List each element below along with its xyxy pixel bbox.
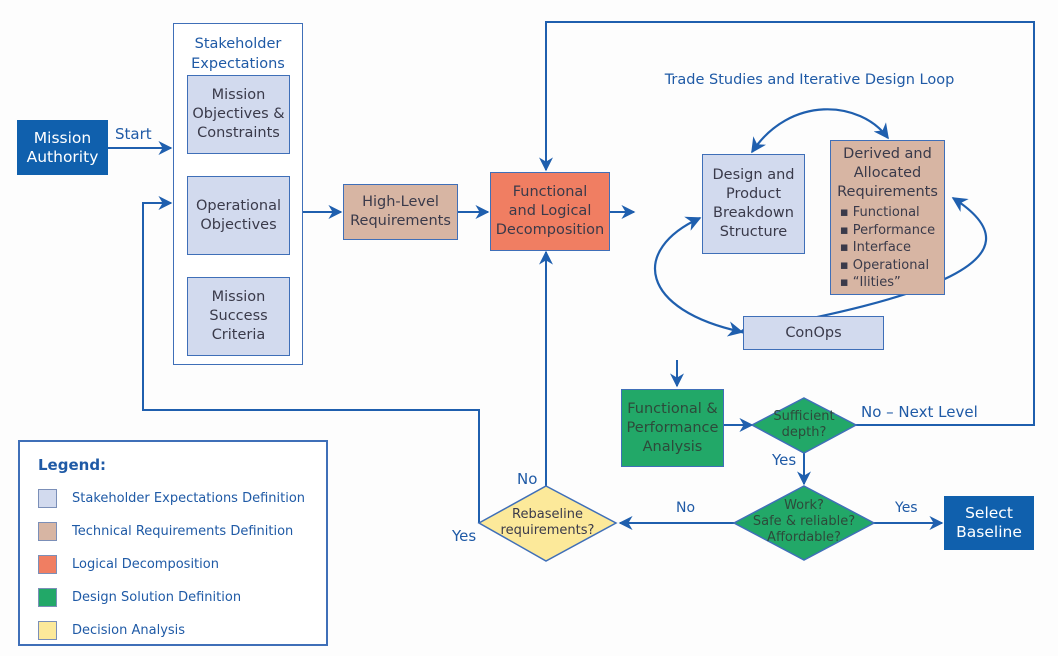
diamond-rebaseline [477, 485, 618, 562]
mission-authority-label: Mission Authority [26, 128, 99, 166]
functional-decomposition-label: Functional and Logical Decomposition [495, 184, 605, 238]
conops-node: ConOps [743, 316, 884, 350]
legend-item-label: Logical Decomposition [72, 556, 219, 572]
operational-objectives-node: Operational Objectives [187, 176, 290, 255]
legend-item-stakeholder: Stakeholder Expectations Definition [38, 488, 308, 508]
mission-success-label: Mission Success Criteria [209, 289, 268, 343]
mission-objectives-node: Mission Objectives & Constraints [187, 75, 290, 154]
derived-requirements-list: Functional Performance Interface Operati… [840, 204, 935, 292]
start-label: Start [115, 125, 152, 143]
legend-title: Legend: [38, 456, 107, 474]
design-breakdown-label: Design and Product Breakdown Structure [712, 167, 795, 240]
no-rebaseline-label: No [517, 470, 538, 488]
yes-work-label: Yes [895, 500, 918, 516]
derived-requirement-item: “Ilities” [840, 274, 935, 292]
edge-next-level-loop [539, 21, 1035, 426]
legend-item-design: Design Solution Definition [38, 587, 308, 607]
derived-requirement-item: Performance [840, 222, 935, 240]
legend-swatch [38, 521, 57, 541]
derived-requirement-item: Interface [840, 239, 935, 257]
design-breakdown-node: Design and Product Breakdown Structure [702, 154, 805, 254]
legend-item-label: Stakeholder Expectations Definition [72, 490, 306, 506]
sufficient-depth-label: Sufficient depth? [773, 409, 835, 440]
derived-requirements-label: Derived and Allocated Requirements [837, 146, 938, 200]
conops-label: ConOps [785, 324, 842, 341]
mission-authority-node: Mission Authority [17, 120, 108, 175]
mission-objectives-label: Mission Objectives & Constraints [192, 87, 285, 141]
legend-item-label: Technical Requirements Definition [72, 523, 294, 539]
legend: Legend: Stakeholder Expectations Definit… [18, 440, 328, 646]
no-next-level-label: No – Next Level [861, 403, 978, 421]
select-baseline-node: Select Baseline [944, 496, 1034, 550]
legend-swatch [38, 620, 57, 640]
rebaseline-label: Rebaseline requirements? [500, 507, 595, 538]
stakeholder-group-title: Stakeholder Expectations [191, 36, 285, 72]
legend-swatch [38, 554, 57, 574]
edge-rebaseline-to-operational [142, 196, 480, 523]
legend-item-logical: Logical Decomposition [38, 554, 308, 574]
trade-studies-title: Trade Studies and Iterative Design Loop [664, 72, 955, 88]
legend-item-decision: Decision Analysis [38, 620, 308, 640]
legend-item-label: Decision Analysis [72, 622, 186, 638]
legend-swatch [38, 587, 57, 607]
yes-depth-label: Yes [772, 451, 797, 469]
derived-requirements-node: Derived and Allocated Requirements Funct… [830, 140, 945, 295]
select-baseline-label: Select Baseline [956, 504, 1022, 541]
diamond-sufficient-depth [750, 397, 858, 454]
diamond-work [732, 485, 876, 561]
legend-item-technical: Technical Requirements Definition [38, 521, 308, 541]
loop-arrow-design-to-conops [653, 216, 744, 337]
legend-item-label: Design Solution Definition [72, 589, 242, 605]
derived-requirement-item: Operational [840, 257, 935, 275]
no-work-label: No [676, 500, 696, 516]
mission-success-node: Mission Success Criteria [187, 277, 290, 356]
functional-decomposition-node: Functional and Logical Decomposition [490, 172, 610, 251]
work-safe-affordable-label: Work? Safe & reliable? Affordable? [752, 498, 856, 545]
derived-requirement-item: Functional [840, 204, 935, 222]
high-level-requirements-node: High-Level Requirements [343, 184, 458, 240]
functional-performance-analysis-node: Functional & Performance Analysis [621, 389, 724, 467]
operational-objectives-label: Operational Objectives [195, 197, 282, 233]
high-level-requirements-label: High-Level Requirements [350, 194, 451, 229]
legend-swatch [38, 488, 57, 508]
functional-performance-analysis-label: Functional & Performance Analysis [626, 400, 719, 455]
loop-arrow-design-to-derived [751, 108, 889, 154]
yes-rebaseline-label: Yes [452, 527, 477, 545]
